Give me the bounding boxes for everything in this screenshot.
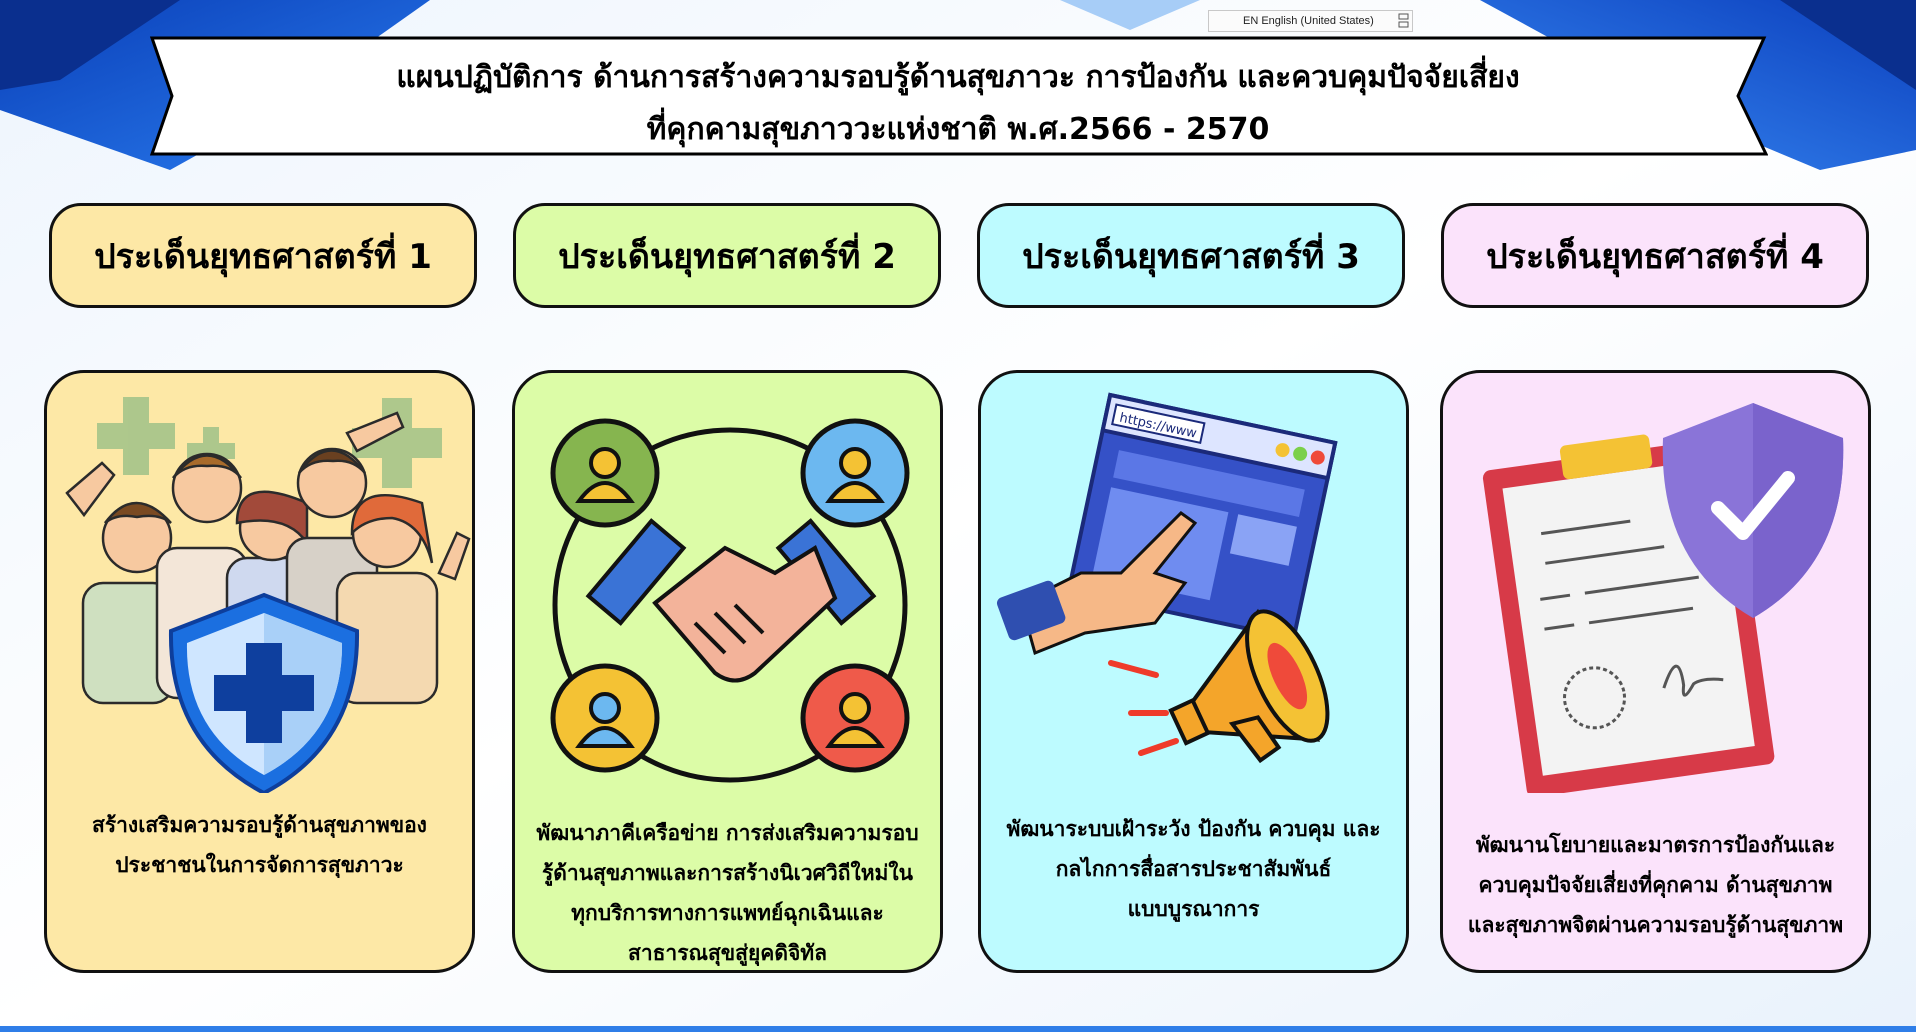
issue-4-desc-line3: และสุขภาพจิตผ่านความรอบรู้ด้านสุขภาพ <box>1467 913 1844 937</box>
issue-4-heading: ประเด็นยุทธศาสตร์ที่ 4 <box>1441 203 1869 308</box>
page-title-line2: ที่คุกคามสุขภาววะแห่งชาติ พ.ศ.2566 - 257… <box>646 112 1270 147</box>
page-title-line1: แผนปฏิบัติการ ด้านการสร้างความรอบรู้ด้าน… <box>396 60 1520 95</box>
issue-3-card: https://www พัฒนาระบบเฝ้าระวัง ป้องกัน ค… <box>978 370 1409 973</box>
issue-2-desc-line2: รู้ด้านสุขภาพและการสร้างนิเวศวิถีใหม่ใน <box>541 861 914 885</box>
title-banner: แผนปฏิบัติการ ด้านการสร้างความรอบรู้ด้าน… <box>148 36 1768 156</box>
issue-3-desc-line1: พัฒนาระบบเฝ้าระวัง ป้องกัน ควบคุม และ <box>1006 817 1381 841</box>
issue-4-card: พัฒนานโยบายและมาตรการป้องกันและ ควบคุมปั… <box>1440 370 1871 973</box>
issue-4-desc-line2: ควบคุมปัจจัยเสี่ยงที่คุกคาม ด้านสุขภาพ <box>1478 873 1833 897</box>
issue-1-card: สร้างเสริมความรอบรู้ด้านสุขภาพของ ประชาช… <box>44 370 475 973</box>
clipboard-shield-icon <box>1482 403 1844 793</box>
issue-1-desc-line1: สร้างเสริมความรอบรู้ด้านสุขภาพของ <box>92 813 427 837</box>
issue-2-card: พัฒนาภาคีเครือข่าย การส่งเสริมความรอบ รู… <box>512 370 943 973</box>
issue-1-desc-line2: ประชาชนในการจัดการสุขภาวะ <box>115 853 404 877</box>
issue-3-desc-line2: กลไกการสื่อสารประชาสัมพันธ์ <box>1055 857 1332 881</box>
issue-1-heading: ประเด็นยุทธศาสตร์ที่ 1 <box>49 203 477 308</box>
browser-megaphone-icon: https://www <box>996 392 1338 764</box>
issue-3-heading: ประเด็นยุทธศาสตร์ที่ 3 <box>977 203 1405 308</box>
issue-2-desc-line4: สาธารณสุขสู่ยุคดิจิทัล <box>628 941 827 965</box>
issue-3-desc-line3: แบบบูรณาการ <box>1127 897 1260 921</box>
issue-4-desc-line1: พัฒนานโยบายและมาตรการป้องกันและ <box>1475 833 1836 857</box>
issue-2-desc-line1: พัฒนาภาคีเครือข่าย การส่งเสริมความรอบ <box>536 821 919 845</box>
language-bar-options-icon[interactable] <box>1398 13 1409 29</box>
issue-2-desc-line3: ทุกบริการทางการแพทย์ฉุกเฉินและ <box>571 901 884 925</box>
issue-2-heading: ประเด็นยุทธศาสตร์ที่ 2 <box>513 203 941 308</box>
handshake-network-icon <box>550 418 910 783</box>
language-label: EN English (United States) <box>1243 15 1374 27</box>
people-shield-icon <box>65 397 471 793</box>
language-indicator[interactable]: EN English (United States) <box>1208 10 1413 32</box>
